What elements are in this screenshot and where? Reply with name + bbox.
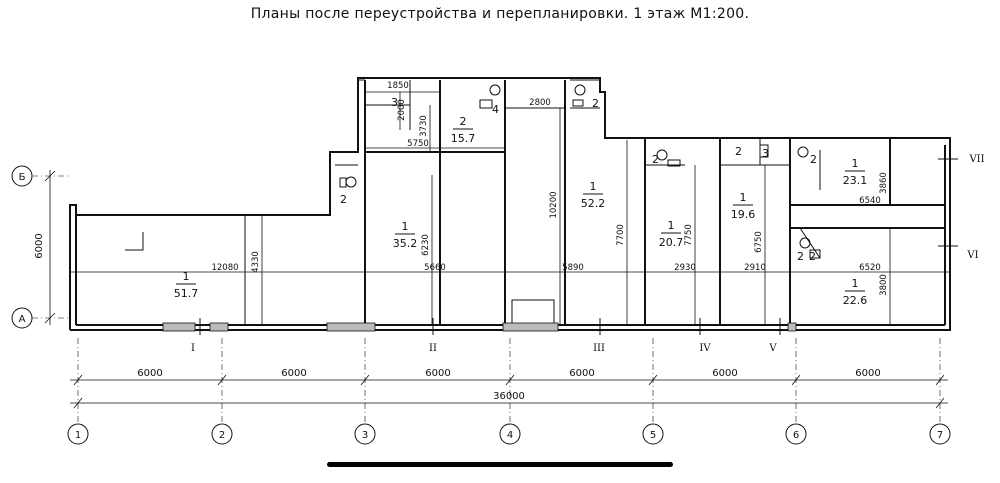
room-number: 2 [810,153,817,166]
room-number: 3 [391,96,398,109]
section-mark: III [593,343,605,354]
span-label: 6000 [137,368,162,379]
dim-text: 5890 [562,263,584,273]
section-mark: VII [968,154,984,165]
room-6-num: 1 [740,191,747,204]
section-mark: II [429,343,437,354]
toilet-icon [572,84,586,107]
axis-label: 2 [219,430,225,441]
room-number: 4 [492,103,499,116]
dim-text: 1850 [387,81,409,91]
toilet-icon [759,144,809,158]
toilet-icon [656,149,681,167]
dim-text: 6750 [754,231,764,253]
dim-text: 3730 [419,115,429,137]
dim-text: 5660 [424,263,446,273]
axis-label: 6 [793,430,799,441]
window-marks [199,158,958,335]
dimension-lines [70,91,950,325]
axis-label: А [19,314,26,325]
dim-text: 2930 [674,263,696,273]
room-3-num: 2 [460,115,467,128]
room-5-num: 1 [668,219,675,232]
room-3-area: 15.7 [451,132,476,145]
axis-label: 5 [650,430,656,441]
toilet-icon [799,237,821,259]
room-4-area: 52.2 [581,197,606,210]
room-2-area: 35.2 [393,237,418,250]
room-number: 2 [809,250,816,263]
room-8-area: 22.6 [843,294,868,307]
dim-text: 6540 [859,196,881,206]
axis-label: Б [19,172,26,183]
section-mark: IV [699,343,711,354]
room-6-area: 19.6 [731,208,756,221]
room-7-area: 23.1 [843,174,868,187]
span-label: 6000 [855,368,880,379]
dim-text: 10200 [549,191,559,218]
home-indicator[interactable] [327,462,673,467]
room-number: 2 [340,193,347,206]
room-8-num: 1 [852,277,859,290]
dim-text: 2000 [397,99,407,121]
hatch-wall [162,322,196,332]
room-5-area: 20.7 [659,236,684,249]
axis-label: 7 [937,430,943,441]
axis-label: 4 [507,430,513,441]
span-label: 6000 [425,368,450,379]
total-length: 36000 [493,391,525,402]
dim-text: 2800 [529,98,551,108]
room-2-num: 1 [402,220,409,233]
drawing-title: Планы после переустройства и перепланиро… [250,6,750,22]
room-4-num: 1 [590,180,597,193]
section-mark: VI [966,250,978,261]
outer-wall [69,77,951,331]
room-number: 2 [592,97,599,110]
partition [125,232,144,251]
toilet-icon [479,84,501,109]
dim-text: 3800 [879,274,889,296]
room-7-num: 1 [852,157,859,170]
room-1-area: 51.7 [174,287,199,300]
hatch-wall [787,322,797,332]
dim-text: 5750 [407,139,429,149]
room-1-num: 1 [183,270,190,283]
dim-text: 4330 [251,251,261,273]
dim-text: 6230 [421,234,431,256]
room-number: 2 [797,250,804,263]
room-number: 2 [735,145,742,158]
dim-text: 2910 [744,263,766,273]
room-number: 3 [762,147,769,160]
dim-text: 7700 [616,224,626,246]
side-dimension [44,170,56,325]
stair [511,299,555,326]
hatch-wall [502,322,559,332]
hatch-wall [209,322,229,332]
axis-label: 1 [75,430,81,441]
room-number: 2 [652,153,659,166]
hatch-wall [326,322,376,332]
dim-text: 6520 [859,263,881,273]
span-label: 6000 [281,368,306,379]
axis-lines [32,175,941,425]
side-dimension-label: 6000 [34,233,45,258]
dim-text: 12080 [211,263,238,273]
toilet-icon [339,176,357,188]
dim-text: 3860 [879,172,889,194]
span-label: 6000 [712,368,737,379]
dim-text: 7750 [684,224,694,246]
bottom-dimension-chain [70,374,948,409]
axis-label: 3 [362,430,368,441]
span-label: 6000 [569,368,594,379]
section-mark: V [768,343,777,354]
section-mark: I [191,343,195,354]
axis-bubbles [11,165,951,445]
